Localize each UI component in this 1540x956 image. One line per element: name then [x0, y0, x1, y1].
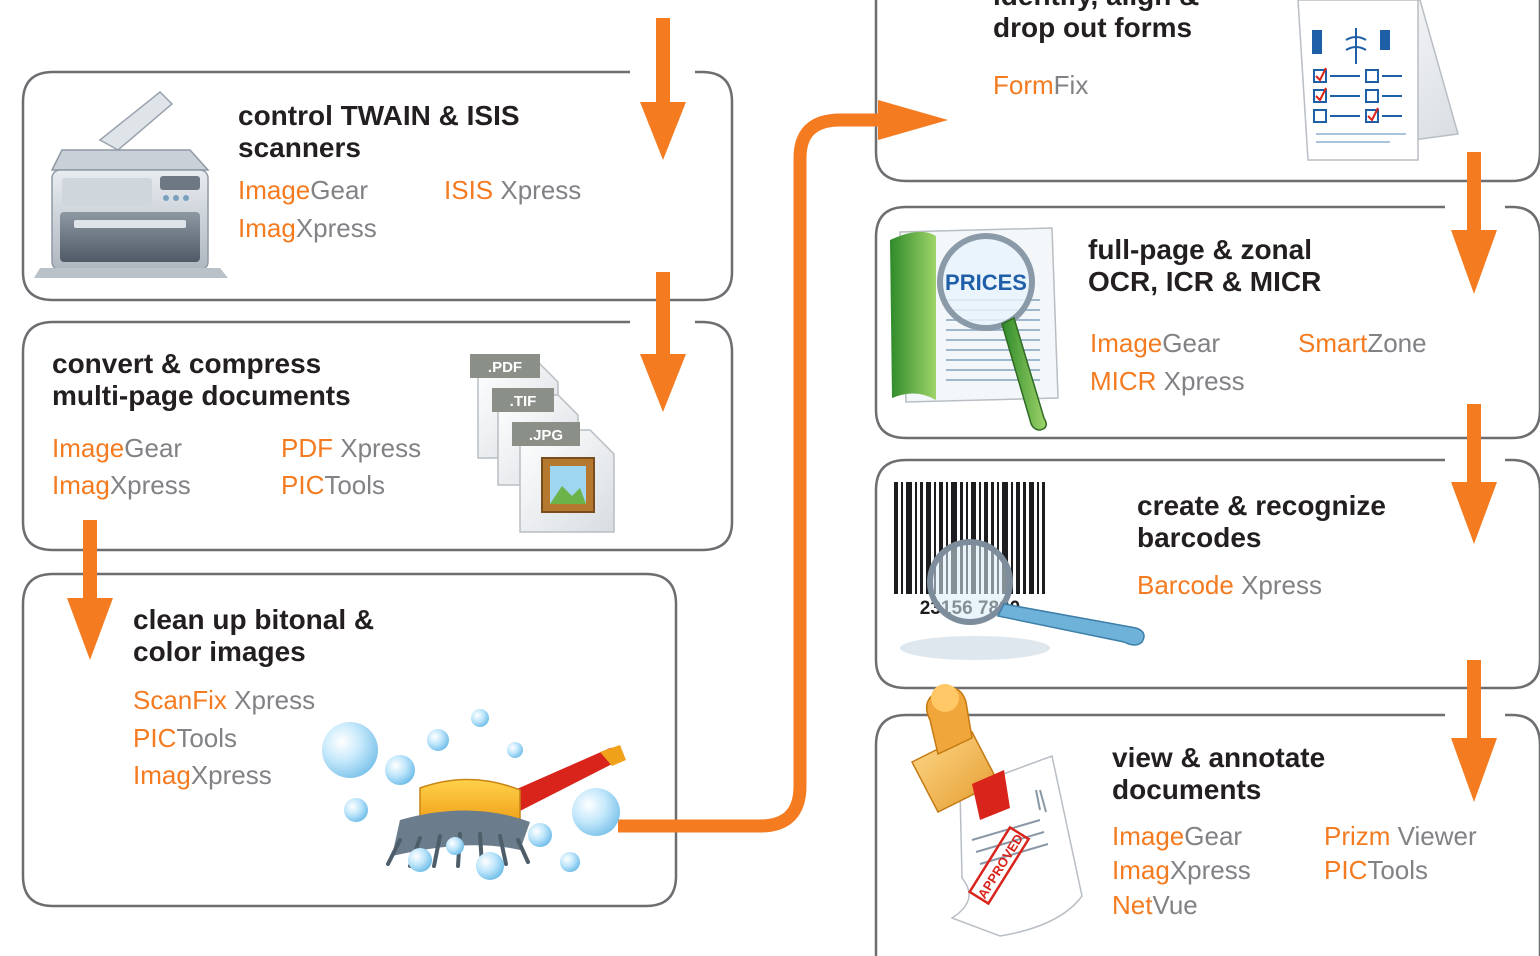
barcode-bar [894, 482, 898, 612]
barcode-magnifier-icon: 23156 7890 [890, 482, 1145, 660]
step-scan-title-line-1: control TWAIN & ISIS [238, 100, 520, 131]
barcode-bar [1011, 482, 1013, 594]
step-ocr-title-line-1: full-page & zonal [1088, 234, 1312, 265]
step-barcode-title: create & recognize barcodes [1137, 490, 1386, 554]
step-convert-title-line-1: convert & compress [52, 348, 322, 379]
barcode-bar [901, 482, 903, 594]
barcode-bar [920, 482, 923, 594]
product-imagegear[interactable]: ImageGear [1090, 328, 1221, 358]
product-smartzone[interactable]: SmartZone [1298, 328, 1427, 358]
arrow-connector [618, 113, 880, 833]
product-micr-xpress[interactable]: MICR Xpress [1090, 366, 1245, 396]
magnifier-prices-icon: PRICES [890, 227, 1059, 431]
approved-stamp-icon: APPROVED [910, 684, 1083, 937]
product-prizm-viewer[interactable]: Prizm Viewer [1324, 821, 1477, 851]
step-convert-title: convert & compress multi-page documents [52, 348, 351, 412]
step-scan-title: control TWAIN & ISIS scanners [238, 100, 520, 164]
step-cleanup-title-line-1: clean up bitonal & [133, 604, 375, 635]
arrow-3 [83, 520, 97, 598]
step-forms-title-line-1: identify, align & [993, 0, 1199, 12]
barcode-bar [934, 482, 936, 594]
step-scan-title-line-2: scanners [238, 132, 361, 163]
product-imagxpress[interactable]: ImagXpress [52, 470, 191, 500]
step-boxes [21, 0, 1540, 956]
barcode-bar [1042, 482, 1045, 594]
step-cleanup-title: clean up bitonal & color images [133, 604, 374, 668]
product-pictools[interactable]: PICTools [281, 470, 386, 500]
step-cleanup-title-line-2: color images [133, 636, 306, 667]
arrow-2 [656, 272, 670, 354]
product-isis-xpress[interactable]: ISIS Xpress [444, 175, 582, 205]
barcode-bar [939, 482, 943, 594]
barcode-bar [1029, 482, 1034, 594]
file-label-jpg: .JPG [529, 427, 563, 444]
barcode-bar [984, 482, 988, 594]
product-barcode-xpress[interactable]: Barcode Xpress [1137, 570, 1322, 600]
product-formfix[interactable]: FormFix [993, 70, 1089, 100]
scanner-icon [34, 90, 228, 278]
barcode-bar [946, 482, 948, 594]
arrow-1 [656, 18, 670, 104]
product-imagegear[interactable]: ImageGear [52, 433, 183, 463]
step-forms-title-line-2: drop out forms [993, 12, 1193, 43]
arrow-7 [1467, 660, 1481, 740]
barcode-bar [997, 482, 999, 594]
barcode-bar [1037, 482, 1039, 594]
product-imagxpress[interactable]: ImagXpress [1112, 855, 1251, 885]
product-imagegear[interactable]: ImageGear [1112, 821, 1243, 851]
barcode-bar [966, 482, 968, 594]
barcode-bar [971, 482, 976, 594]
product-netvue[interactable]: NetVue [1112, 890, 1198, 920]
product-imagxpress[interactable]: ImagXpress [238, 213, 377, 243]
box-forms [874, 0, 1540, 183]
step-forms-title: identify, align & drop out forms [993, 0, 1199, 44]
box-scan [21, 70, 734, 302]
box-ocr [874, 205, 1540, 440]
product-pictools[interactable]: PICTools [1324, 855, 1429, 885]
barcode-bar [951, 482, 957, 594]
step-barcode-title-line-2: barcodes [1137, 522, 1262, 553]
box-convert [21, 320, 734, 552]
flow-arrows [67, 18, 1497, 833]
step-view-title-line-1: view & annotate [1112, 742, 1326, 773]
barcode-bar [926, 482, 931, 612]
barcode-bar [906, 482, 912, 594]
barcode-bar [1016, 482, 1020, 594]
step-view-title: view & annotate documents [1112, 742, 1325, 806]
step-barcode-title-line-1: create & recognize [1137, 490, 1386, 521]
product-scanfix-xpress[interactable]: ScanFix Xpress [133, 685, 316, 715]
barcode-bar [915, 482, 917, 594]
product-pictools[interactable]: PICTools [133, 723, 238, 753]
barcode-bar [1002, 482, 1008, 594]
product-imagxpress[interactable]: ImagXpress [133, 760, 272, 790]
barcode-bar [979, 482, 981, 594]
step-view-title-line-2: documents [1112, 774, 1262, 805]
box-barcode [874, 458, 1540, 690]
product-pdf-xpress[interactable]: PDF Xpress [281, 433, 422, 463]
brush-bubbles-icon [322, 709, 626, 880]
arrow-6 [1467, 404, 1481, 484]
box-cleanup [21, 572, 678, 908]
barcode-bar [1023, 482, 1026, 612]
step-convert-title-line-2: multi-page documents [52, 380, 351, 411]
prices-label: PRICES [945, 270, 1027, 295]
step-ocr-title-line-2: OCR, ICR & MICR [1088, 266, 1322, 297]
file-label-tif: .TIF [510, 393, 537, 410]
file-label-pdf: .PDF [488, 359, 522, 376]
product-imagegear[interactable]: ImageGear [238, 175, 369, 205]
arrow-5 [1467, 152, 1481, 232]
step-ocr-title: full-page & zonal OCR, ICR & MICR [1088, 234, 1321, 298]
medical-forms-icon [1297, 0, 1459, 161]
file-formats-icon: .PDF .TIF .JPG [470, 354, 615, 533]
